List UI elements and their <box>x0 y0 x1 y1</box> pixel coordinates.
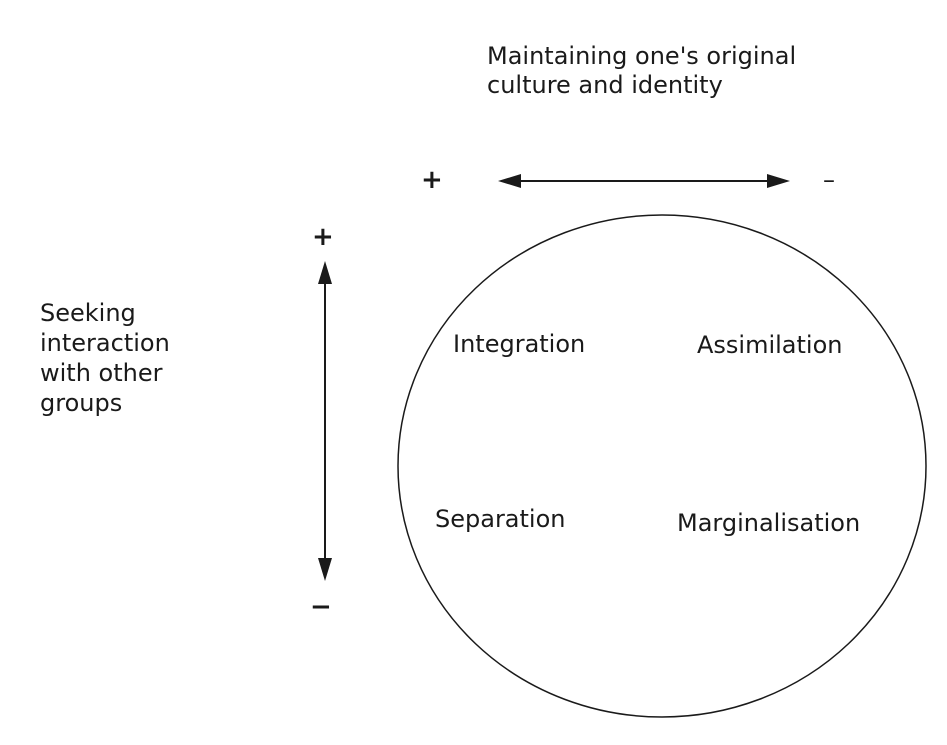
quadrant-label-assimilation: Assimilation <box>697 331 843 359</box>
quadrant-label-marginalisation: Marginalisation <box>677 509 861 537</box>
quadrant-label-separation: Separation <box>435 505 566 533</box>
horizontal-axis-plus-sign: + <box>421 165 443 195</box>
quadrant-label-integration: Integration <box>453 330 586 358</box>
vertical-arrow-top-head <box>318 261 332 284</box>
top-axis-title: Maintaining one's original culture and i… <box>487 42 797 99</box>
circle-outline <box>397 214 927 718</box>
vertical-arrow-bottom-head <box>318 558 332 581</box>
vertical-axis-plus-sign: + <box>312 222 334 252</box>
left-axis-title: Seeking interaction with other groups <box>40 299 170 417</box>
horizontal-arrow-left-head <box>498 174 521 188</box>
horizontal-axis-minus-sign: – <box>823 166 835 194</box>
horizontal-arrow-right-head <box>767 174 790 188</box>
vertical-axis-minus-sign: − <box>310 592 332 622</box>
